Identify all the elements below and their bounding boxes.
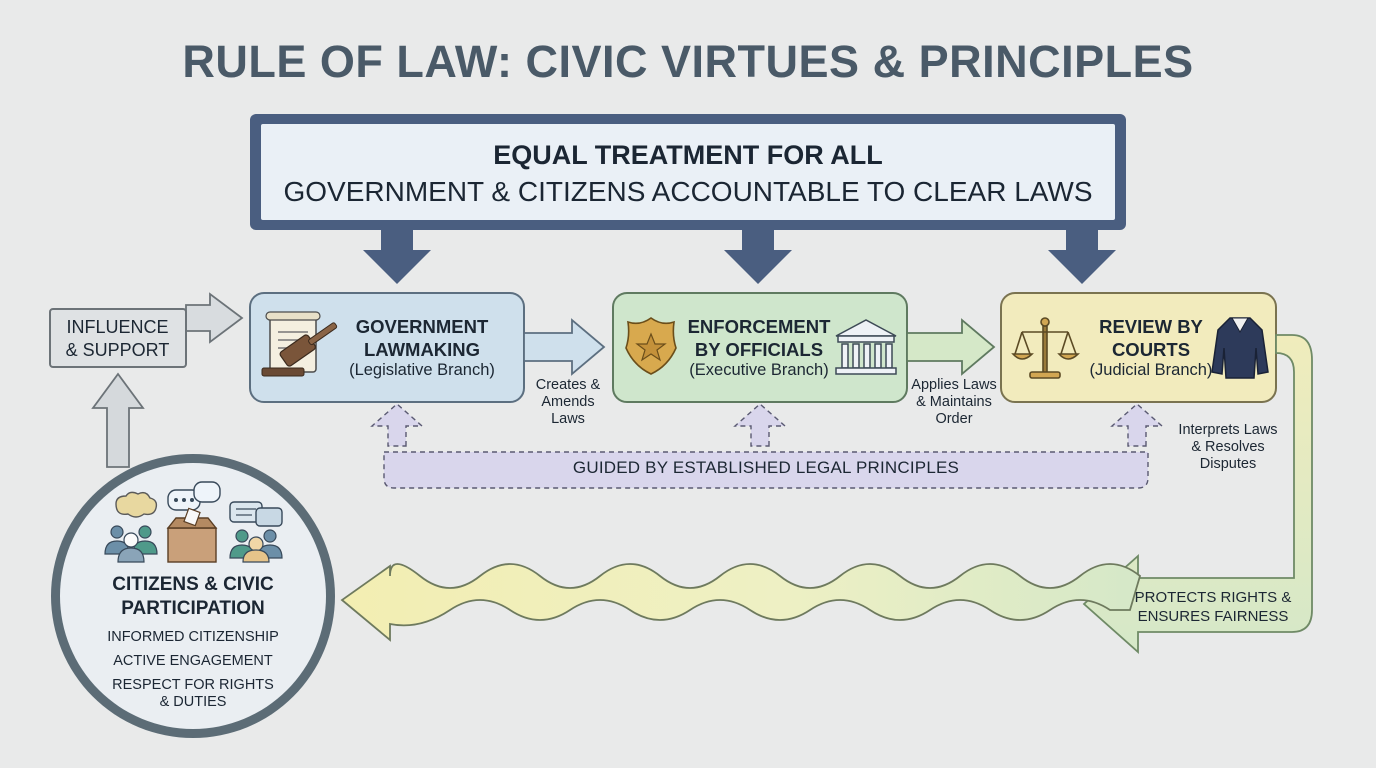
judicial-subtitle: (Judicial Branch) xyxy=(1089,361,1213,379)
guided-principles-label: GUIDED BY ESTABLISHED LEGAL PRINCIPLES xyxy=(572,458,960,477)
ballot-box-icon xyxy=(166,481,221,563)
police-badge-icon xyxy=(625,317,677,375)
citizens-item-respect: RESPECT FOR RIGHTS & DUTIES xyxy=(112,677,274,710)
legislative-subtitle: (Legislative Branch) xyxy=(349,361,495,379)
down-arrow-legislative xyxy=(363,230,431,284)
legislative-title: GOVERNMENT LAWMAKING xyxy=(355,316,489,360)
influence-box xyxy=(49,308,187,368)
influence-up-arrow xyxy=(91,372,145,468)
return-flow-arrow xyxy=(1082,334,1313,655)
creates-amends-label: Creates & Amends Laws xyxy=(535,377,601,427)
interprets-resolves-label: Interprets Laws & Resolves Disputes xyxy=(1178,422,1278,472)
executive-subtitle: (Executive Branch) xyxy=(689,361,829,379)
guided-up-arrow-2 xyxy=(733,403,787,447)
judicial-title: REVIEW BY COURTS xyxy=(1099,316,1203,360)
discussion-group-icon xyxy=(104,491,158,563)
down-arrow-executive xyxy=(724,230,792,284)
influence-right-arrow xyxy=(185,292,244,344)
community-chat-icon xyxy=(229,501,283,563)
government-building-icon xyxy=(835,319,897,375)
citizens-title: CITIZENS & CIVIC PARTICIPATION xyxy=(112,574,274,619)
guided-principles-band xyxy=(370,403,1164,489)
executive-title: ENFORCEMENT BY OFFICIALS xyxy=(687,316,831,360)
influence-support xyxy=(49,292,244,468)
applies-maintains-label: Applies Laws & Maintains Order xyxy=(911,377,997,427)
scales-of-justice-icon xyxy=(1011,317,1080,379)
guided-up-arrow-3 xyxy=(1110,403,1164,447)
guided-up-arrow-1 xyxy=(370,403,424,447)
wavy-flow-arrow xyxy=(340,563,1142,642)
gavel-scroll-icon xyxy=(261,311,338,377)
citizens-item-engagement: ACTIVE ENGAGEMENT xyxy=(113,653,273,669)
arrow-legislative-to-executive xyxy=(523,318,606,376)
equal-treatment-banner xyxy=(250,114,1126,230)
down-arrow-judicial xyxy=(1048,230,1116,284)
judge-robe-icon xyxy=(1211,317,1269,379)
influence-support-label: INFLUENCE & SUPPORT xyxy=(65,317,170,360)
arrow-executive-to-judicial xyxy=(906,318,996,376)
banner-down-arrows xyxy=(363,230,1116,284)
page-title: RULE OF LAW: CIVIC VIRTUES & PRINCIPLES xyxy=(182,36,1194,87)
banner-headline: EQUAL TREATMENT FOR ALL xyxy=(493,140,883,170)
protects-rights-label: PROTECTS RIGHTS & ENSURES FAIRNESS xyxy=(1134,589,1292,625)
banner-subline: GOVERNMENT & CITIZENS ACCOUNTABLE TO CLE… xyxy=(283,176,1093,207)
citizens-item-informed: INFORMED CITIZENSHIP xyxy=(107,629,279,645)
